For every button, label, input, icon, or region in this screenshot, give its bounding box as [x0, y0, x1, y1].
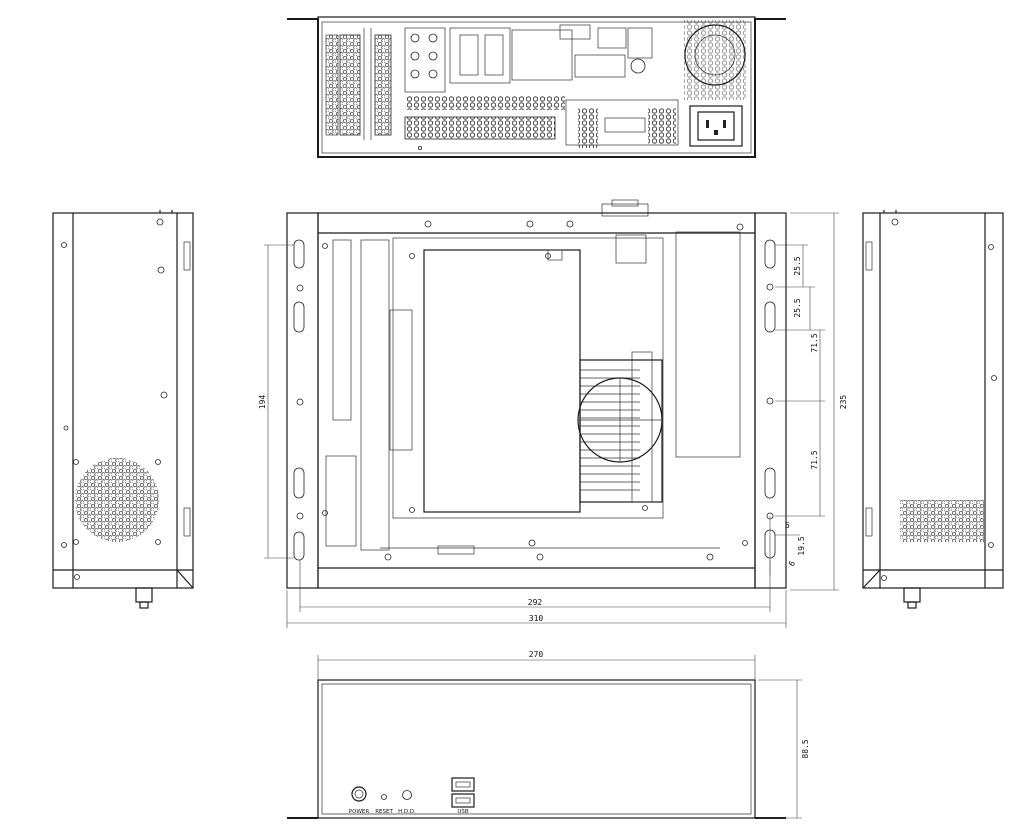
usb-port-icon	[451, 793, 475, 808]
dimension-194: 194	[258, 395, 267, 410]
power-button[interactable]	[351, 786, 367, 802]
pci-slot-vent	[339, 34, 361, 136]
hdd-label: H.D.D.	[398, 809, 416, 815]
cpu-heatsink-icon	[577, 369, 663, 491]
right-side-view	[862, 210, 1004, 609]
usb-label: USB	[457, 809, 469, 815]
dimension-310: 310	[529, 614, 544, 623]
usb-port-icon	[451, 777, 475, 792]
top-view: 194 292 310 235 25.5 25.5 71.5 71.5 5 19…	[258, 199, 848, 628]
dimension-270: 270	[529, 650, 544, 659]
pci-slot-vent	[374, 34, 392, 136]
power-socket-icon	[689, 105, 743, 147]
dimension-6: 6	[787, 559, 797, 568]
side-vent-icon	[75, 458, 159, 542]
dimension-292: 292	[528, 598, 543, 607]
rear-view	[287, 16, 786, 158]
reset-button[interactable]	[381, 794, 387, 800]
dimension-25-5-b: 25.5	[793, 298, 802, 317]
dimension-71-5-a: 71.5	[810, 333, 819, 352]
dimension-88-5: 88.5	[801, 739, 810, 758]
front-view: 270 88.5 POWER RESET H.D.D. USB	[287, 650, 810, 819]
power-label: POWER	[349, 809, 370, 815]
dimension-5: 5	[785, 521, 790, 530]
left-side-view	[52, 210, 194, 609]
dimension-25-5-a: 25.5	[793, 256, 802, 275]
dimension-19-5: 19.5	[797, 536, 806, 555]
reset-label: RESET	[375, 809, 393, 815]
dimension-71-5-b: 71.5	[810, 450, 819, 469]
dimension-235: 235	[839, 395, 848, 410]
hdd-led-icon	[402, 790, 412, 800]
side-vent-icon	[900, 500, 984, 542]
